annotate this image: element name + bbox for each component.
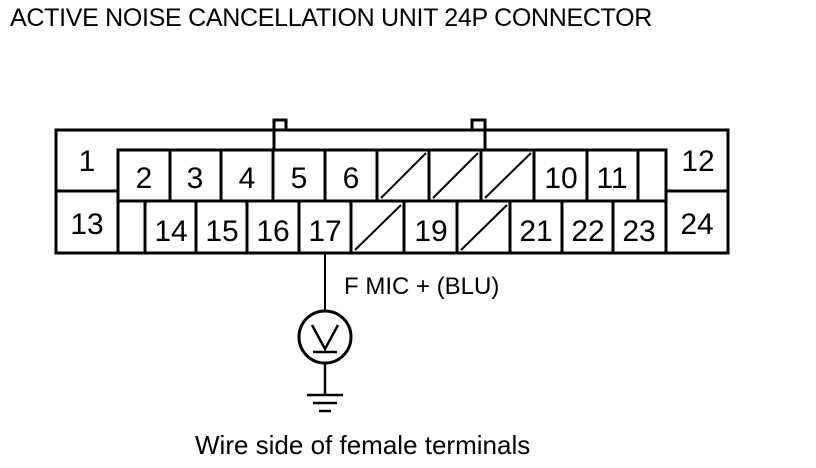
cavity-18-slash bbox=[354, 204, 402, 251]
pin-10: 10 bbox=[544, 162, 577, 195]
wire-label: F MIC + (BLU) bbox=[344, 273, 499, 300]
pin-14: 14 bbox=[154, 215, 187, 248]
pin-24: 24 bbox=[680, 208, 713, 241]
pin-22: 22 bbox=[571, 215, 604, 248]
pin-13: 13 bbox=[70, 208, 103, 241]
pin-17: 17 bbox=[308, 215, 341, 248]
pin-2: 2 bbox=[136, 162, 153, 195]
diagram-title: ACTIVE NOISE CANCELLATION UNIT 24P CONNE… bbox=[10, 4, 653, 32]
unused-cavity-marks bbox=[354, 152, 532, 251]
cavity-7-slash bbox=[380, 152, 427, 199]
ground-icon bbox=[307, 363, 343, 413]
cavity-9-slash bbox=[484, 152, 532, 199]
pin-6: 6 bbox=[343, 162, 360, 195]
connector-lock-tab bbox=[272, 118, 487, 150]
pin-19: 19 bbox=[414, 215, 447, 248]
cavity-8-slash bbox=[432, 152, 479, 199]
diagram-caption: Wire side of female terminals bbox=[195, 430, 531, 460]
pin-12: 12 bbox=[681, 145, 714, 178]
cavity-20-slash bbox=[460, 204, 508, 251]
pin-4: 4 bbox=[239, 162, 256, 195]
pin-11: 11 bbox=[596, 162, 627, 195]
pin-3: 3 bbox=[187, 162, 204, 195]
pin-16: 16 bbox=[256, 215, 289, 248]
pin-5: 5 bbox=[291, 162, 308, 195]
pin-15: 15 bbox=[205, 215, 238, 248]
pin-1: 1 bbox=[79, 145, 96, 178]
pin-23: 23 bbox=[622, 215, 655, 248]
voltmeter-icon bbox=[297, 309, 353, 365]
pin-21: 21 bbox=[519, 215, 552, 248]
